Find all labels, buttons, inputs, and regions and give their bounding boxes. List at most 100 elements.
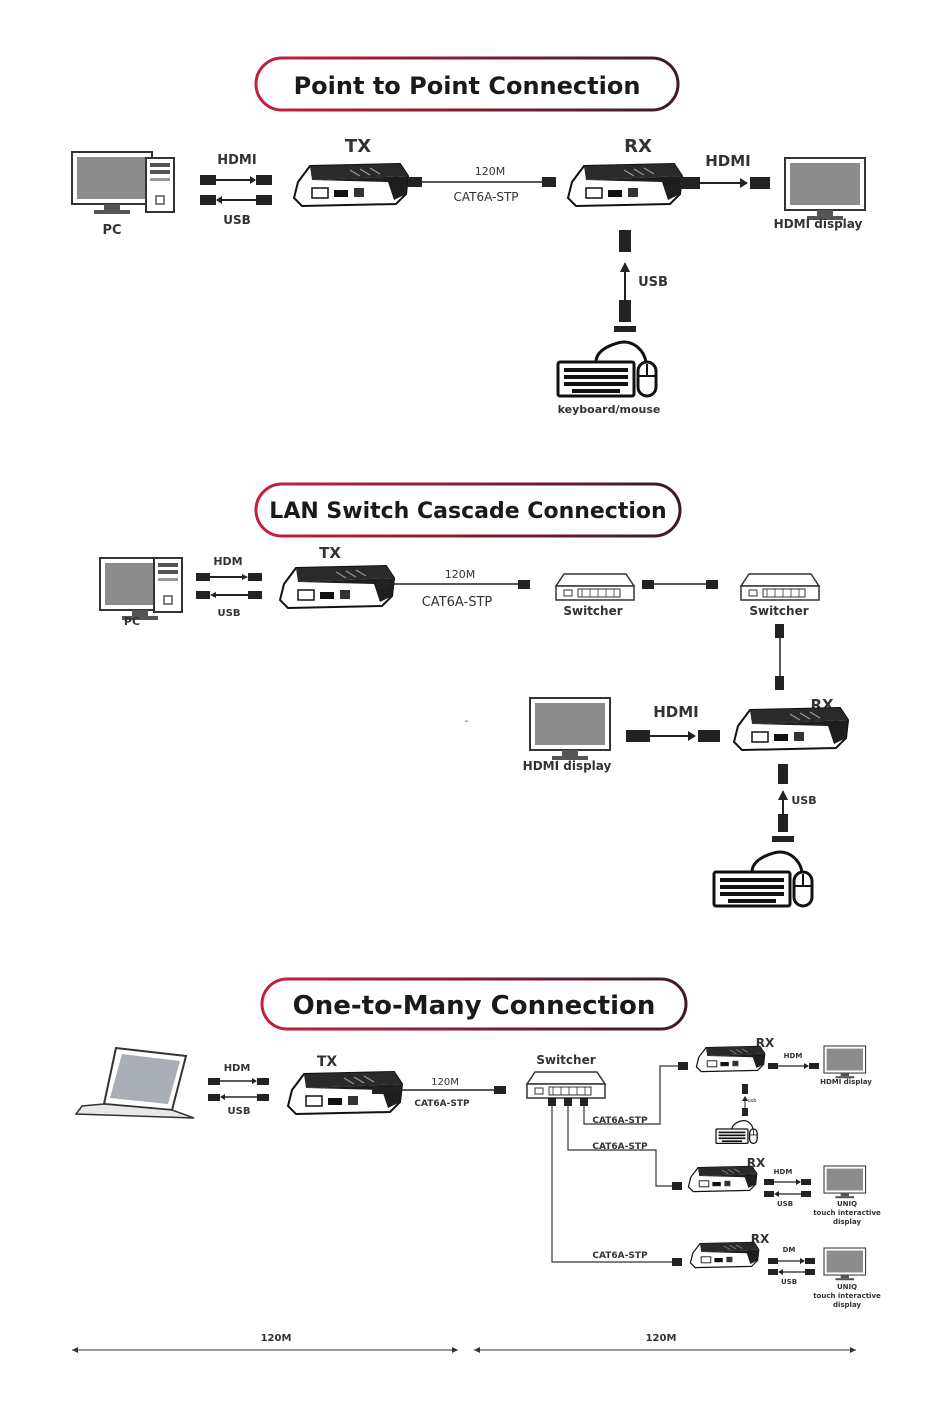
- otm-distance-left-label: 120M: [261, 1333, 292, 1344]
- p2p-title: Point to Point Connection: [294, 72, 641, 100]
- lan-rx-hdmi-cable-icon: [626, 730, 720, 742]
- otm-usb-cable-icon: [208, 1094, 269, 1101]
- otm-cat-cable-icon: [372, 1086, 506, 1094]
- lan-pc-tower-icon: [153, 557, 183, 613]
- otm-rx1-display-label: HDMI display: [820, 1078, 872, 1086]
- otm-distance-arrow-right: [474, 1347, 856, 1353]
- p2p-hdmi-display-label: HDMI display: [774, 217, 863, 231]
- otm-120m-label: 120M: [431, 1077, 459, 1088]
- otm-rx1-hdmi-cable-icon: [768, 1063, 819, 1069]
- pc-tower-icon: [145, 157, 175, 213]
- lan-usb-cable-icon: [196, 591, 262, 599]
- otm-rx1-hdm-label: HDM: [784, 1052, 803, 1060]
- lan-switch-rx-cable-icon: [775, 624, 784, 690]
- p2p-hdmi-cable-icon: [200, 175, 272, 185]
- otm-rx1-display-icon: [823, 1045, 867, 1079]
- p2p-rx-hdmi-cable-icon: [680, 177, 770, 189]
- lan-switcher1-label: Switcher: [563, 604, 622, 618]
- lan-switch-link-icon: [642, 580, 718, 589]
- lan-cat6a-label: CAT6A-STP: [422, 595, 493, 610]
- lan-switcher2-label: Switcher: [749, 604, 808, 618]
- p2p-120m-label: 120M: [475, 165, 506, 178]
- p2p-cat-cable-icon: [408, 177, 556, 187]
- p2p-rx-hdmi-label: HDMI: [705, 152, 751, 170]
- otm-branch-lines: [551, 1065, 678, 1263]
- lan-title: LAN Switch Cascade Connection: [269, 499, 666, 524]
- lan-hdmi-cable-icon: [196, 573, 262, 581]
- lan-kbm-usb-label: USB: [791, 794, 816, 807]
- otm-hdm-label: HDM: [224, 1063, 251, 1074]
- p2p-hdmi-label: HDMI: [217, 153, 256, 168]
- otm-rx1-box: [695, 1045, 766, 1073]
- otm-rx2-hdm-label: HDM: [774, 1168, 793, 1176]
- otm-rx3-display-icon: [823, 1247, 867, 1281]
- otm-distance-right-label: 120M: [646, 1333, 677, 1344]
- otm-hdmi-cable-icon: [208, 1078, 269, 1085]
- lan-120m-label: 120M: [445, 568, 476, 581]
- p2p-hdmi-display-icon: [784, 157, 866, 221]
- p2p-usb-cable-icon: [200, 195, 272, 205]
- otm-branch3-cat6a-label: CAT6A-STP: [592, 1251, 648, 1261]
- otm-rx2-uniq-3: display: [833, 1218, 861, 1226]
- pc-monitor-icon: [71, 151, 153, 215]
- lan-title-frame: [254, 482, 682, 538]
- otm-cat6a-label: CAT6A-STP: [414, 1099, 470, 1109]
- otm-rx3-uniq-1: UNIQ: [837, 1283, 857, 1291]
- otm-rx2-uniq-2: touch interactive: [813, 1209, 881, 1217]
- p2p-rx-box: [567, 163, 683, 207]
- lan-rx-hdmi-label: HDMI: [653, 703, 699, 721]
- otm-rx3-label: RX: [751, 1232, 770, 1246]
- otm-tx-box: [287, 1071, 403, 1115]
- p2p-rx-label: RX: [624, 136, 652, 157]
- p2p-usb-vertical-cable-icon: [614, 230, 636, 332]
- lan-stray-mark: ‐: [465, 716, 468, 727]
- otm-rx1-usb-label: usb: [748, 1098, 757, 1104]
- otm-rx2-box: [687, 1165, 758, 1193]
- otm-switcher-icon: [526, 1071, 606, 1099]
- lan-hdmi-display-label: HDMI display: [523, 759, 612, 773]
- otm-rx3-dm-label: DM: [783, 1246, 796, 1254]
- otm-rx3-uniq-3: display: [833, 1301, 861, 1309]
- otm-title: One-to-Many Connection: [293, 991, 656, 1021]
- otm-laptop-icon: [75, 1047, 195, 1119]
- p2p-kbm-usb-label: USB: [638, 275, 668, 290]
- otm-rx3-hdmi-cable-icon: [768, 1258, 815, 1264]
- otm-branch-plugs: [548, 1062, 688, 1266]
- otm-rx3-usb-label: USB: [781, 1278, 797, 1286]
- lan-usb-label: USB: [218, 608, 241, 619]
- p2p-cat6a-label: CAT6A-STP: [453, 190, 518, 204]
- otm-title-frame: [260, 977, 688, 1031]
- otm-rx2-usb-cable-icon: [764, 1191, 811, 1197]
- lan-hdmi-display-icon: [529, 697, 611, 761]
- otm-rx3-usb-cable-icon: [768, 1269, 815, 1275]
- p2p-tx-box: [293, 163, 409, 207]
- lan-pc-label: PC: [124, 615, 140, 628]
- otm-rx3-box: [689, 1241, 760, 1269]
- otm-rx2-display-icon: [823, 1165, 867, 1199]
- p2p-pc-label: PC: [102, 223, 121, 238]
- otm-rx2-hdmi-cable-icon: [764, 1179, 811, 1185]
- p2p-usb-label: USB: [223, 213, 251, 227]
- lan-switcher2-icon: [740, 573, 820, 601]
- p2p-kbm-label: keyboard/mouse: [558, 403, 661, 416]
- otm-branch1-cat6a-label: CAT6A-STP: [592, 1116, 648, 1126]
- lan-tx-box: [279, 565, 395, 609]
- otm-tx-label: TX: [317, 1054, 338, 1070]
- lan-switcher1-icon: [555, 573, 635, 601]
- lan-cat-cable-icon: [378, 580, 530, 589]
- otm-switcher-label: Switcher: [536, 1053, 595, 1067]
- p2p-title-frame: [254, 56, 680, 112]
- otm-rx1-usb-cable-icon: [742, 1084, 748, 1116]
- p2p-tx-label: TX: [345, 136, 371, 157]
- otm-rx1-keyboard-mouse-icon: [715, 1120, 758, 1144]
- otm-usb-label: USB: [228, 1106, 251, 1117]
- lan-hdm-label: HDM: [213, 555, 242, 568]
- lan-tx-label: TX: [319, 544, 341, 562]
- otm-rx2-usb-label: USB: [777, 1200, 793, 1208]
- lan-keyboard-mouse-icon: [712, 850, 814, 908]
- otm-branch2-cat6a-label: CAT6A-STP: [592, 1142, 648, 1152]
- lan-usb-vertical-cable-icon: [772, 764, 794, 842]
- p2p-keyboard-mouse-icon: [556, 340, 658, 398]
- otm-rx3-uniq-2: touch interactive: [813, 1292, 881, 1300]
- otm-rx2-uniq-1: UNIQ: [837, 1200, 857, 1208]
